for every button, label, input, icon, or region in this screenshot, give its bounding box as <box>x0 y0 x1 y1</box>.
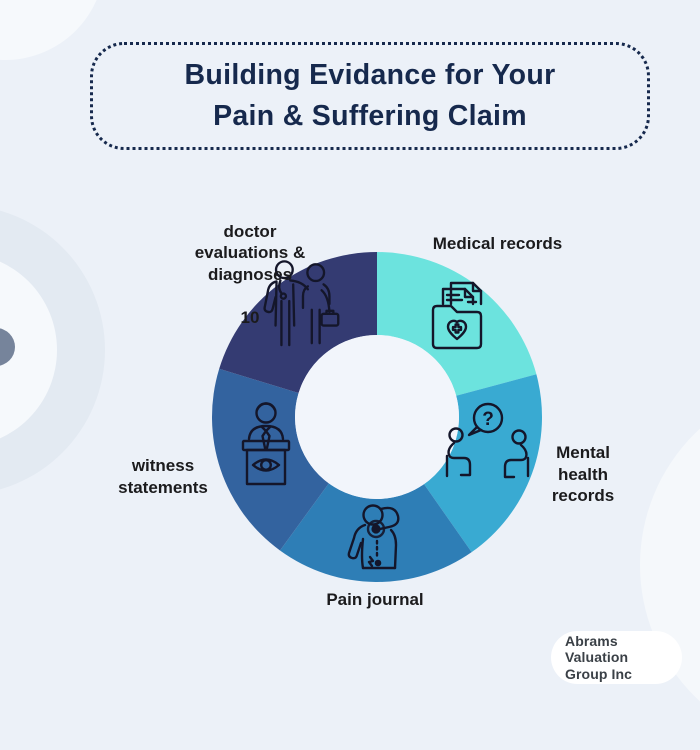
decor-circle-topleft <box>0 0 105 60</box>
decor-circle-bottomright <box>640 380 700 750</box>
title-box: Building Evidance for Your Pain & Suffer… <box>90 42 650 150</box>
svg-text:?: ? <box>482 409 494 430</box>
title-line-1: Building Evidance for Your <box>184 59 556 91</box>
segment-label-pain-journal: Pain journal <box>326 590 424 609</box>
witness-stand-icon <box>233 399 299 491</box>
decor-dot <box>0 328 15 366</box>
medical-records-icon <box>421 276 493 356</box>
brand-badge-text: Abrams Valuation Group Inc <box>565 632 633 682</box>
donut-hole <box>295 335 459 499</box>
segment-label-mental-health-records: Mental health records <box>551 443 615 505</box>
segment-label-medical-records: Medical records <box>432 234 563 253</box>
donut-segment-doctor-evaluations-diagnoses <box>219 252 377 394</box>
brand-badge: Abrams Valuation Group Inc <box>551 631 682 684</box>
mental-health-icon: ? <box>443 398 533 488</box>
pain-journal-icon <box>337 502 413 580</box>
segment-label-doctor-evaluations: doctor evaluations & diagnoses 10 <box>165 199 335 350</box>
segment-label-doctor-evaluations-text: doctor evaluations & diagnoses <box>194 221 306 284</box>
doctor-patient-icon <box>256 255 348 351</box>
segment-label-witness-statements: witness statements <box>118 456 208 497</box>
segment-value-doctor-evaluations: 10 <box>240 307 260 327</box>
donut-segment-mental-health-records <box>424 374 542 553</box>
title-line-2: Pain & Suffering Claim <box>213 100 527 132</box>
